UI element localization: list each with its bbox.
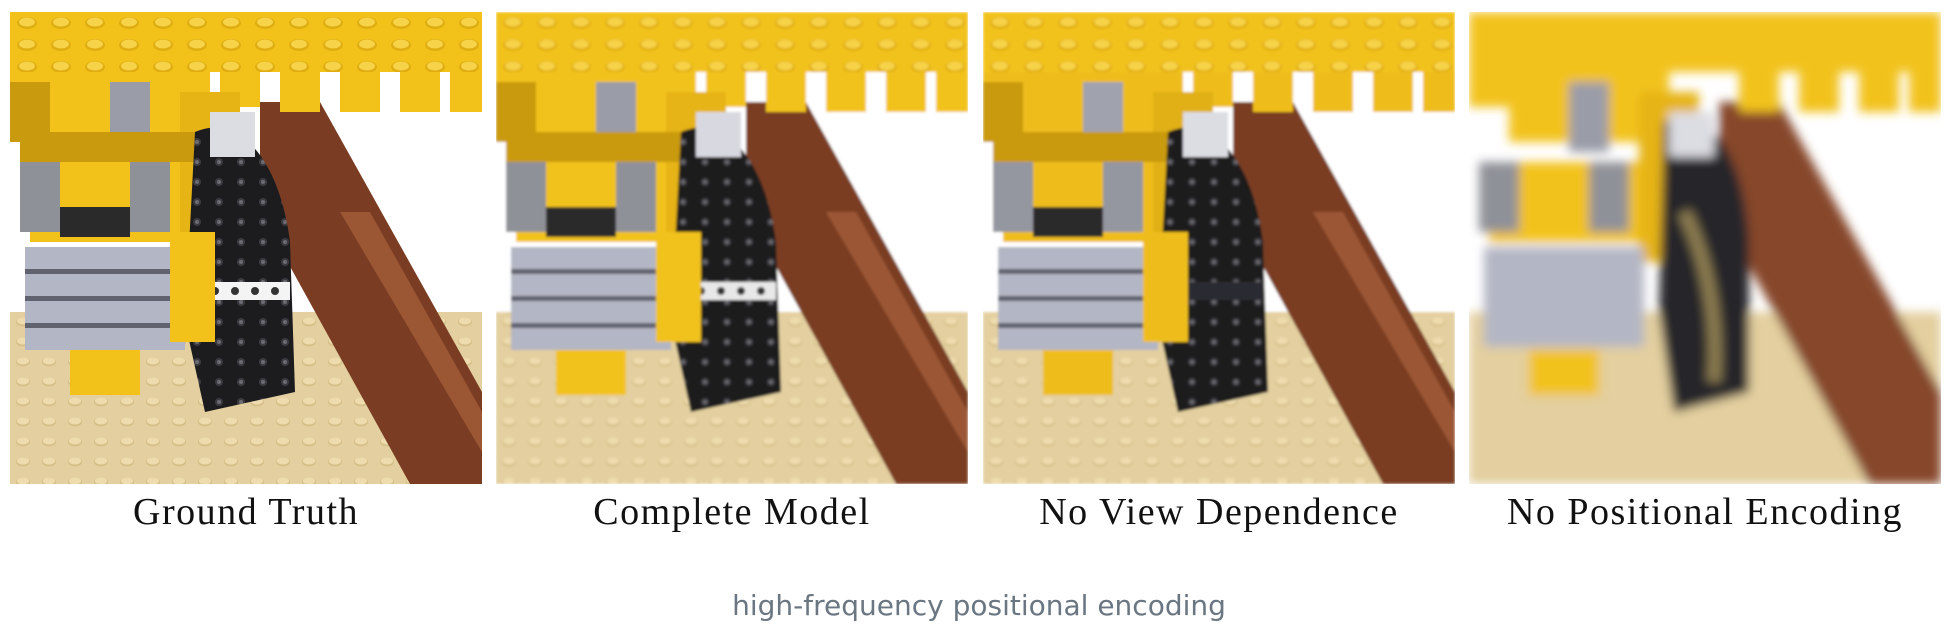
lego-render-no-positional-encoding bbox=[1469, 12, 1941, 484]
no-positional-encoding-image bbox=[1469, 12, 1941, 484]
figure-caption: high-frequency positional encoding bbox=[732, 589, 1226, 622]
panel-label-ground-truth: Ground Truth bbox=[133, 491, 359, 533]
lego-render-complete-model bbox=[496, 12, 968, 484]
no-view-dependence-image bbox=[983, 12, 1455, 484]
complete-model-image bbox=[496, 12, 968, 484]
panel-label-no-view-dependence: No View Dependence bbox=[1039, 491, 1399, 533]
panel-label-complete-model: Complete Model bbox=[593, 491, 871, 533]
panel-label-no-positional-encoding: No Positional Encoding bbox=[1506, 491, 1904, 533]
lego-render-no-view-dependence bbox=[983, 12, 1455, 484]
ground-truth-image bbox=[10, 12, 482, 484]
lego-render-ground-truth bbox=[10, 12, 482, 484]
